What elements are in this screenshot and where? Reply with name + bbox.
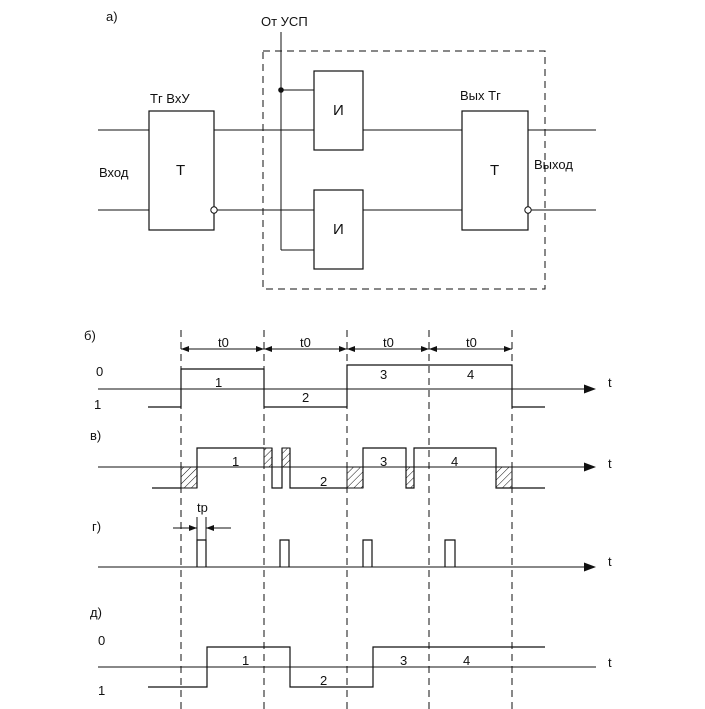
interval-label-1: t0 <box>218 335 229 350</box>
waveform-d <box>148 646 545 688</box>
output-label: Выход <box>534 157 573 172</box>
output-trigger-inverted-output <box>524 206 532 214</box>
panel-v-label: в) <box>90 428 101 443</box>
waveform-b <box>148 364 545 408</box>
panel-a-label: а) <box>106 9 118 24</box>
and-gate-top <box>313 70 364 151</box>
pulse-3 <box>362 539 373 567</box>
v-state-4: 4 <box>451 454 458 469</box>
d-state-3: 3 <box>400 653 407 668</box>
b-state-2: 2 <box>302 390 309 405</box>
transition-hatches <box>180 447 513 489</box>
output-trigger-label: Вых Тг <box>460 88 501 103</box>
d-state-1: 1 <box>242 653 249 668</box>
block-schematic: а) Вход Тг ВхУ Т От УСП И И Вых Тг Т <box>98 9 596 290</box>
input-trigger-label: Тг ВхУ <box>150 91 190 106</box>
pulse-1 <box>196 539 207 567</box>
interval-label-3: t0 <box>383 335 394 350</box>
time-axis-g-arrow <box>584 562 596 572</box>
pulse-width-arrow-left <box>189 525 197 531</box>
time-axis-b-arrow <box>584 384 596 394</box>
and-gate-bottom <box>313 189 364 270</box>
b-state-4: 4 <box>467 367 474 382</box>
pulse-width-arrow-right <box>206 525 214 531</box>
panel-b-label: б) <box>84 328 96 343</box>
time-axis-v-label: t <box>608 456 612 471</box>
level-zero-label: 0 <box>96 364 103 379</box>
panel-d-label: д) <box>90 605 102 620</box>
output-trigger-block <box>461 110 529 231</box>
time-axis-b-label: t <box>608 375 612 390</box>
input-trigger-block <box>148 110 215 231</box>
v-state-3: 3 <box>380 454 387 469</box>
v-state-2: 2 <box>320 474 327 489</box>
input-trigger-text: Т <box>176 162 185 179</box>
input-trigger-inverted-output <box>210 206 218 214</box>
timing-diagrams: б) 0 1 t0 t0 t0 t0 t 1 2 3 4 в) t <box>84 328 612 709</box>
level-one-label-d: 1 <box>98 683 105 698</box>
panel-g-label: г) <box>92 519 101 534</box>
level-zero-label-d: 0 <box>98 633 105 648</box>
time-axis-d-label: t <box>608 655 612 670</box>
b-state-3: 3 <box>380 367 387 382</box>
v-state-1: 1 <box>232 454 239 469</box>
pulse-4 <box>444 539 456 567</box>
and-gate-top-text: И <box>333 102 344 119</box>
input-label: Вход <box>99 165 129 180</box>
waveform-v <box>152 447 545 489</box>
output-trigger-text: Т <box>490 162 499 179</box>
and-gate-bottom-text: И <box>333 221 344 238</box>
pulse-width-label: tp <box>197 500 208 515</box>
interval-label-4: t0 <box>466 335 477 350</box>
logic-enclosure <box>262 50 546 290</box>
time-axis-v-arrow <box>584 462 596 472</box>
time-axis-g-label: t <box>608 554 612 569</box>
level-one-label: 1 <box>94 397 101 412</box>
interval-dimensions <box>181 346 512 352</box>
d-state-2: 2 <box>320 673 327 688</box>
pulse-2 <box>279 539 290 567</box>
usp-label: От УСП <box>261 14 308 29</box>
d-state-4: 4 <box>463 653 470 668</box>
b-state-1: 1 <box>215 375 222 390</box>
interval-label-2: t0 <box>300 335 311 350</box>
